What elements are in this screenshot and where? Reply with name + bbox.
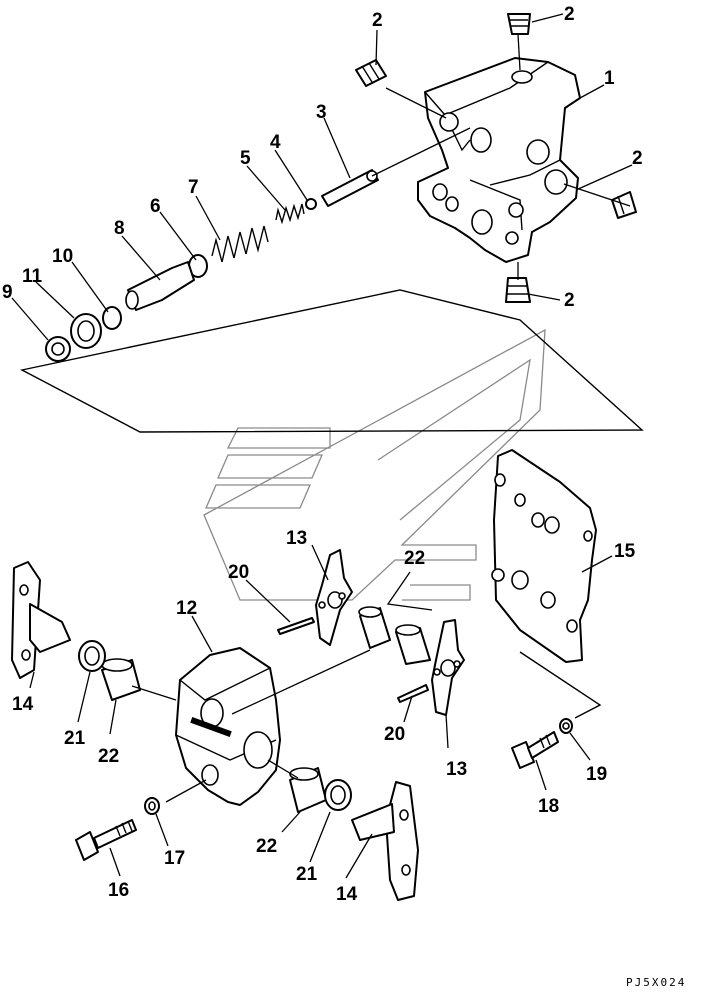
callout-20: 20 bbox=[228, 562, 249, 583]
valve-body bbox=[417, 57, 581, 263]
callout-11: 11 bbox=[22, 266, 43, 287]
plug-left bbox=[355, 59, 387, 87]
washer-lower bbox=[144, 797, 160, 815]
bushing-upper-a bbox=[358, 606, 391, 649]
group-outline-upper bbox=[19, 289, 644, 433]
callout-22: 22 bbox=[404, 548, 425, 569]
bolt-lower bbox=[75, 819, 137, 861]
washer-right bbox=[559, 718, 573, 734]
callout-12: 12 bbox=[176, 598, 197, 619]
ring bbox=[305, 198, 317, 210]
callout-8: 8 bbox=[114, 218, 125, 239]
gasket bbox=[491, 449, 597, 663]
bushing-upper-b bbox=[395, 624, 431, 665]
group-outline-lower-right bbox=[519, 651, 602, 719]
small-spring bbox=[275, 203, 305, 225]
callout-6: 6 bbox=[150, 196, 161, 217]
bushing-left bbox=[101, 658, 141, 701]
leader-lines bbox=[11, 13, 633, 879]
callout-7: 7 bbox=[188, 177, 199, 198]
callout-13: 13 bbox=[286, 528, 307, 549]
callout-18: 18 bbox=[538, 796, 559, 817]
callouts: 1 2 2 2 2 3 4 5 6 7 8 9 10 11 12 13 13 1… bbox=[2, 4, 643, 905]
callout-17: 17 bbox=[164, 848, 185, 869]
bushing-lower bbox=[289, 767, 327, 813]
callout-2: 2 bbox=[564, 290, 575, 311]
spool bbox=[321, 169, 379, 207]
callout-14: 14 bbox=[12, 694, 34, 715]
cap bbox=[70, 313, 102, 349]
shaft-right bbox=[351, 781, 419, 901]
large-spring bbox=[211, 225, 269, 263]
callout-1: 1 bbox=[604, 68, 615, 89]
callout-4: 4 bbox=[270, 132, 281, 153]
callout-2: 2 bbox=[564, 4, 575, 25]
bolt-right bbox=[511, 731, 559, 769]
callout-3: 3 bbox=[316, 102, 327, 123]
retainer bbox=[45, 336, 71, 362]
callout-2: 2 bbox=[372, 10, 383, 31]
callout-15: 15 bbox=[614, 541, 636, 562]
o-ring bbox=[102, 306, 122, 330]
plug-bottom bbox=[505, 277, 531, 303]
callout-21: 21 bbox=[296, 864, 318, 885]
callout-20: 20 bbox=[384, 724, 405, 745]
bearing-lower bbox=[324, 779, 352, 811]
bearing-left bbox=[78, 640, 106, 672]
callout-22: 22 bbox=[98, 746, 119, 767]
callout-10: 10 bbox=[52, 246, 73, 267]
callout-13: 13 bbox=[446, 759, 467, 780]
callout-21: 21 bbox=[64, 728, 86, 749]
drawing-code: PJ5X024 bbox=[626, 976, 686, 989]
lever-lower bbox=[431, 619, 465, 716]
callout-2: 2 bbox=[632, 148, 643, 169]
callout-22: 22 bbox=[256, 836, 277, 857]
shaft-left bbox=[11, 561, 71, 679]
callout-5: 5 bbox=[240, 148, 251, 169]
housing bbox=[175, 647, 281, 806]
pin-upper bbox=[277, 617, 315, 635]
plug-top bbox=[507, 13, 531, 35]
plug-right bbox=[611, 191, 637, 219]
piston bbox=[125, 261, 195, 311]
callout-16: 16 bbox=[108, 880, 129, 901]
callout-14: 14 bbox=[336, 884, 358, 905]
watermark-logo bbox=[203, 328, 546, 601]
pin-lower bbox=[397, 684, 429, 703]
callout-9: 9 bbox=[2, 282, 13, 303]
callout-19: 19 bbox=[586, 764, 607, 785]
